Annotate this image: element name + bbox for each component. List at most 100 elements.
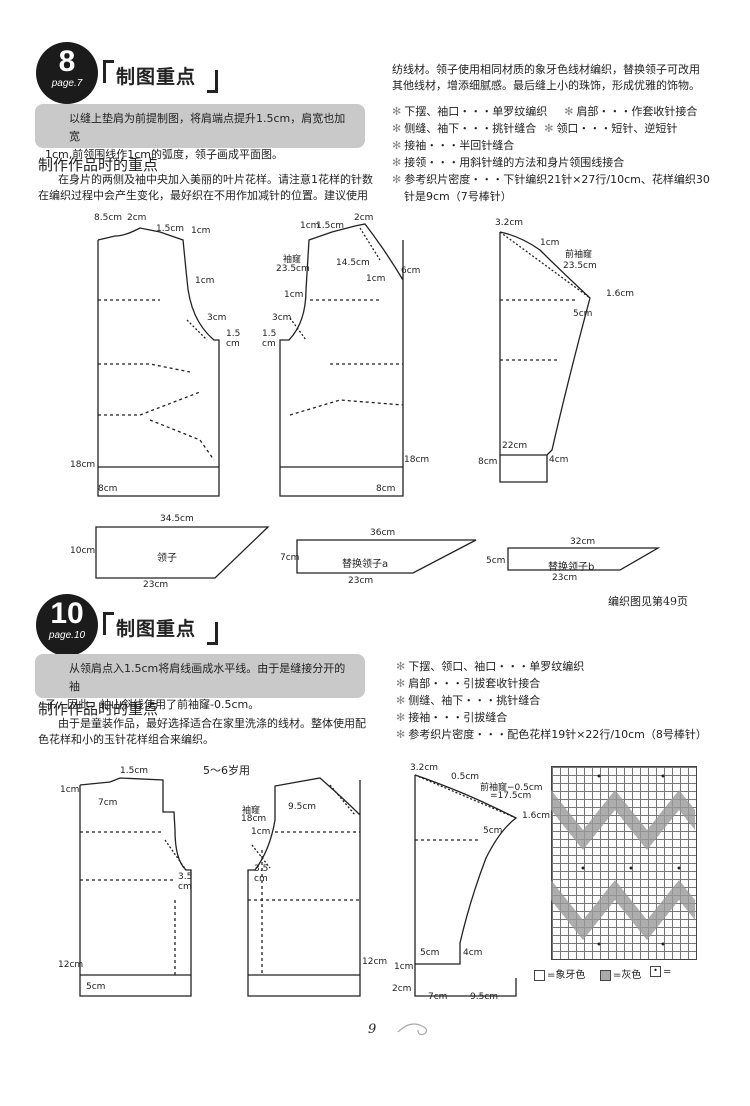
collar-diagram [95,526,270,579]
measure-label: 5cm [573,309,593,319]
section-badge: 8 page.7 [36,42,98,104]
ivory-swatch-icon [534,969,545,981]
page-reference: page.10 [48,630,86,641]
measure-label: 0.5cm [451,772,480,782]
measure-label: 1.5cm [156,224,185,234]
measure-label: 2cm [354,213,374,223]
measure-label: cm [254,874,268,884]
asterisk-icon: ✻ [392,139,402,152]
colorwork-chart [551,766,697,960]
measure-label: 1cm [191,226,211,236]
measure-label: 5cm [86,982,106,992]
back-bodice-diagram [97,227,220,497]
measure-label: 23.5cm [563,261,597,271]
bracket-close [207,622,218,645]
list-item: ✻肩部・・・引拔套收针接合 [396,677,541,690]
note-line: 1cm,前领围线作1cm的弧度，领子画成平面图。 [45,148,284,161]
paragraph: 在身片的两侧及袖中央加入美丽的叶片花样。请注意1花样的针数 在编织过程中会产生变… [38,172,378,204]
spec-list: ✻下摆、袖口・・・单罗纹编织✻肩部・・・作套收针接合 ✻侧缝、袖下・・・挑针缝合… [392,103,710,205]
list-item: ✻下摆、领口、袖口・・・单罗纹编织 [396,660,585,673]
para-line: 在身片的两侧及袖中央加入美丽的叶片花样。请注意1花样的针数 [58,173,373,186]
asterisk-icon: ✻ [392,122,402,135]
measure-label: 18cm [404,455,430,465]
measure-label: 23cm [552,573,578,583]
measure-label: 1.5 [262,329,277,339]
measure-label: 1cm [60,785,80,795]
measure-label: 32cm [570,537,596,547]
measure-label: 7cm [428,992,448,1002]
measure-label: cm [178,882,192,892]
note-line: 以缝上垫肩为前提制图，将肩端点提升1.5cm，肩宽也加宽 [69,112,346,143]
measure-label: 18cm [241,814,267,824]
measure-label: cm [262,339,276,349]
measure-label: 袖窿 [283,255,302,265]
asterisk-icon: ✻ [392,105,402,118]
list-item: ✻下摆、袖口・・・单罗纹编织✻肩部・・・作套收针接合 [392,105,698,118]
measure-label: 1.5 [226,329,241,339]
note-line: 子，因此，袖山斜线使用了前袖窿-0.5cm。 [45,698,260,711]
measure-label: 袖窿 [242,806,261,816]
section-heading: 制作作品时的重点 [38,700,159,718]
drafting-note: 以缝上垫肩为前提制图，将肩端点提升1.5cm，肩宽也加宽 1cm,前领围线作1c… [35,104,365,161]
age-label: 5～6岁用 [203,764,250,777]
measure-label: 1.5cm [316,221,345,231]
measure-label: 12cm [58,960,84,970]
paragraph: 由于是童装作品，最好选择适合在家里洗涤的线材。整体使用配 色花样和小的玉针花样组… [38,716,378,748]
page-number: 9 [368,1022,377,1037]
asterisk-icon: ✻ [564,105,574,118]
drafting-note: 从领肩点入1.5cm将肩线画成水平线。由于是缝接分开的袖 子，因此，袖山斜线使用… [35,654,365,711]
measure-label: 18cm [70,460,96,470]
measure-label: 5cm [483,826,503,836]
collar-b-diagram [507,547,661,571]
bracket-open [103,60,114,83]
list-item: ✻参考织片密度・・・下针编织21针×27行/10cm、花样编织30 [392,173,710,186]
measure-label: 前袖窿 [565,250,593,260]
intro-line: 其他线材，增添细腻感。最后缝上小的珠饰，形成优雅的饰物。 [392,79,700,92]
measure-label: 8cm [376,484,396,494]
measure-label: 12cm [362,957,388,967]
measure-label: 2cm [392,984,412,994]
measure-label: 1cm [195,276,215,286]
measure-label: 8.5cm [94,213,123,223]
measure-label: cm [226,339,240,349]
asterisk-icon: ✻ [396,660,406,673]
asterisk-icon: ✻ [396,694,406,707]
sleeve-10-diagram [414,774,518,997]
asterisk-icon: ✻ [544,122,554,135]
measure-label: 34.5cm [160,514,194,524]
measure-label: 3cm [207,313,227,323]
asterisk-icon: ✻ [392,173,402,186]
section-title: 制图重点 [116,66,197,88]
list-item: ✻接袖・・・引拔缝合 [396,711,508,724]
measure-label: 3.5 [178,872,193,882]
page-reference: page.7 [51,78,83,89]
back-bodice-10-diagram [79,777,192,997]
measure-label: 8cm [478,457,498,467]
measure-label: 3cm [272,313,292,323]
front-bodice-diagram [279,223,404,497]
list-item: ✻侧缝、袖下・・・挑针缝合 [396,694,541,707]
para-line: 色花样和小的玉针花样组合来编织。 [38,733,214,746]
bracket-open [103,612,114,635]
section-title: 制图重点 [116,618,197,640]
measure-label: 2cm [127,213,147,223]
measure-label: 7cm [280,553,300,563]
measure-label: 3.5 [254,864,269,874]
section-badge: 10 page.10 [36,594,98,656]
measure-label: =17.5cm [490,791,532,801]
measure-label: 1cm [300,221,320,231]
measure-label: 前袖窿−0.5cm [480,783,543,793]
list-item: ✻接袖・・・半回针缝合 [392,139,515,152]
measure-label: 23cm [143,580,169,590]
list-item: ✻侧缝、袖下・・・挑针缝合✻领口・・・短针、逆短针 [392,122,678,135]
measure-label: 5cm [420,948,440,958]
measure-label: 1cm [284,290,304,300]
sleeve-diagram [499,231,591,483]
asterisk-icon: ✻ [392,156,402,169]
list-item: ✻接领・・・用斜针缝的方法和身片领围线接合 [392,156,625,169]
measure-label: 3.2cm [495,218,524,228]
list-item-continued: 针是9cm（7号棒针） [404,190,512,203]
measure-label: 4cm [463,948,483,958]
measure-label: 5cm [486,556,506,566]
